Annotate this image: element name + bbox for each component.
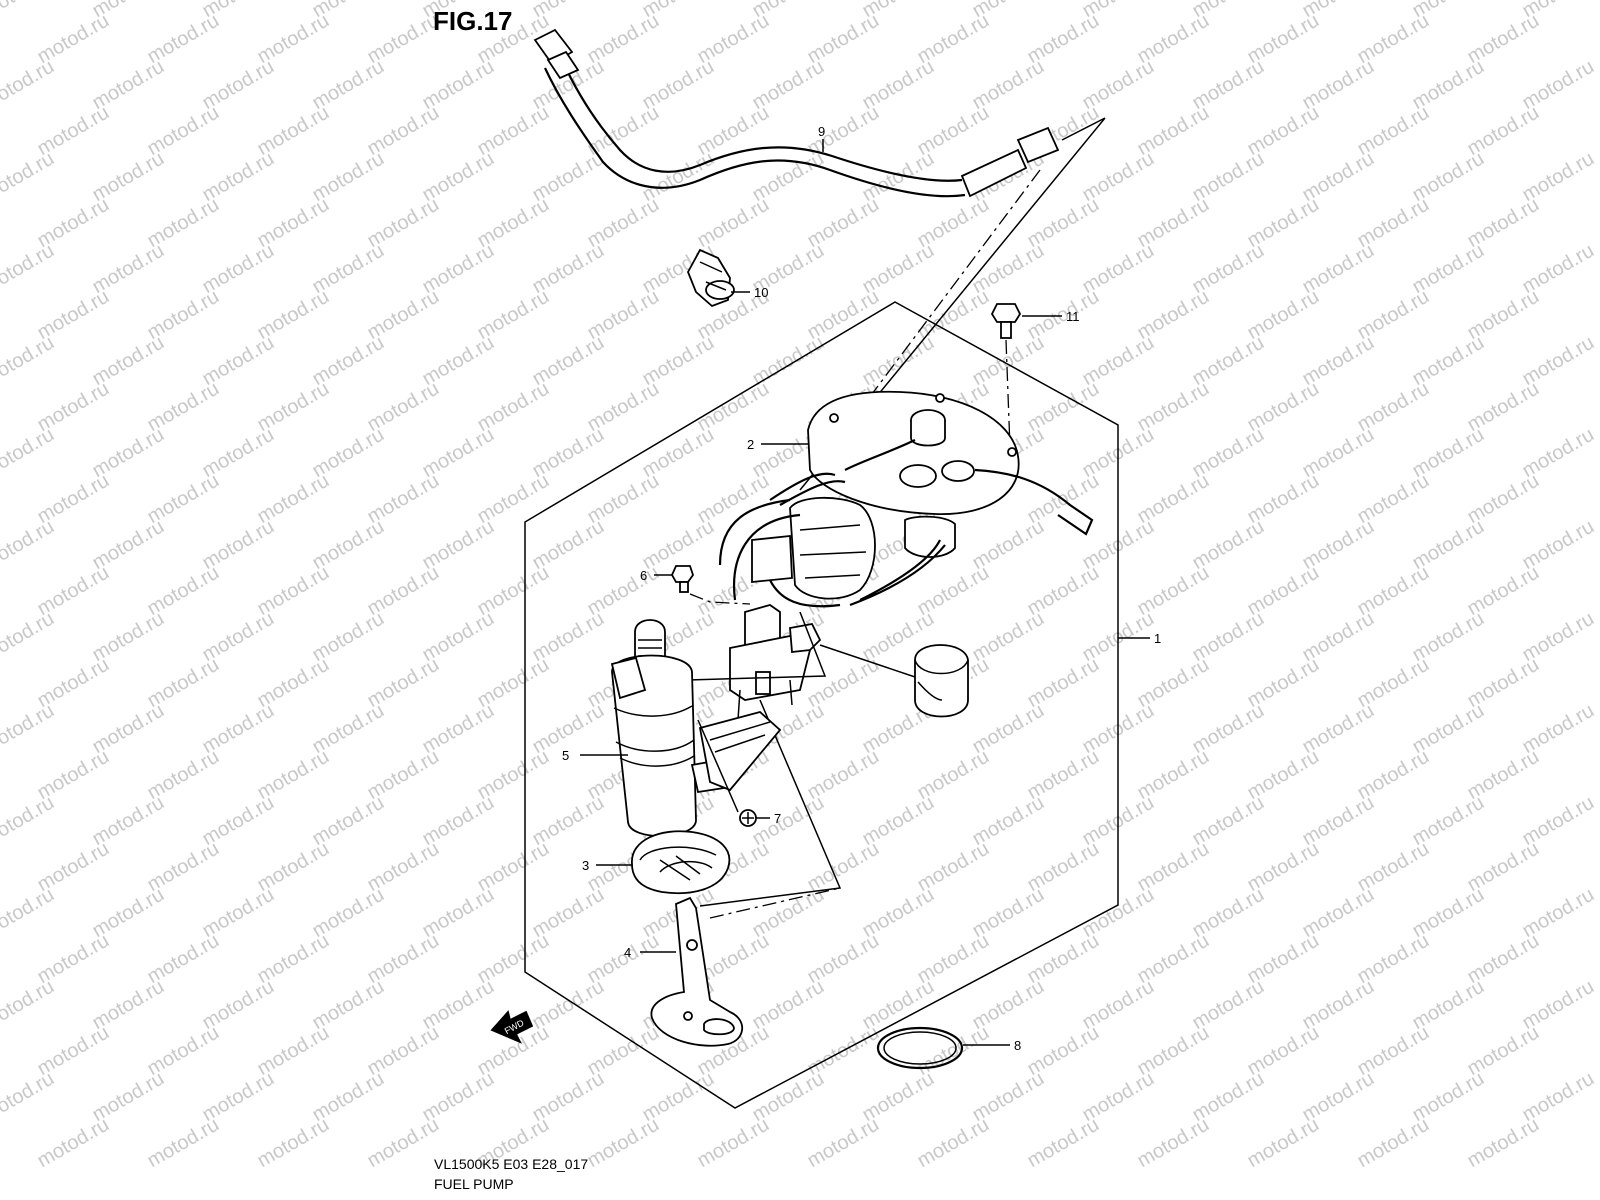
leader-lines — [580, 139, 1150, 1046]
callout-8: 8 — [1014, 1038, 1021, 1053]
fwd-arrow: FWD — [490, 1010, 534, 1044]
screw-6-centerline — [689, 593, 751, 605]
fuel-level-sender — [729, 604, 969, 721]
callout-7: 7 — [774, 811, 781, 826]
diagram-caption: VL1500K5 E03 E28_017 FUEL PUMP — [434, 1154, 588, 1194]
callout-5: 5 — [562, 748, 569, 763]
callout-4: 4 — [624, 945, 631, 960]
model-code: VL1500K5 E03 E28_017 — [434, 1156, 589, 1172]
bolt-centerline — [1005, 339, 1011, 449]
screw[interactable] — [670, 565, 694, 593]
figure-title: FIG.17 — [433, 6, 513, 36]
bolt[interactable] — [990, 303, 1022, 339]
callout-11: 11 — [1066, 309, 1080, 324]
diagram-name: FUEL PUMP — [434, 1176, 514, 1192]
clamp[interactable] — [687, 248, 735, 308]
cushion[interactable] — [631, 830, 731, 895]
pump-module-body — [718, 472, 956, 608]
bracket[interactable] — [650, 896, 744, 1047]
bracket-centerline — [709, 887, 841, 919]
pump-to-gauge-line — [687, 611, 842, 907]
pump-strap-line — [697, 719, 739, 813]
fuel-hose[interactable] — [533, 28, 1060, 198]
screw[interactable] — [739, 809, 757, 827]
callout-10: 10 — [754, 285, 768, 300]
callout-6: 6 — [640, 568, 647, 583]
callout-1: 1 — [1154, 631, 1161, 646]
o-ring[interactable] — [876, 1026, 964, 1070]
fuel-pump-plate[interactable] — [807, 390, 1094, 536]
hose-centerline — [814, 169, 1041, 471]
assembly-boundary — [524, 301, 1119, 1109]
callout-9: 9 — [818, 124, 825, 139]
callout-2: 2 — [747, 437, 754, 452]
callout-3: 3 — [582, 858, 589, 873]
